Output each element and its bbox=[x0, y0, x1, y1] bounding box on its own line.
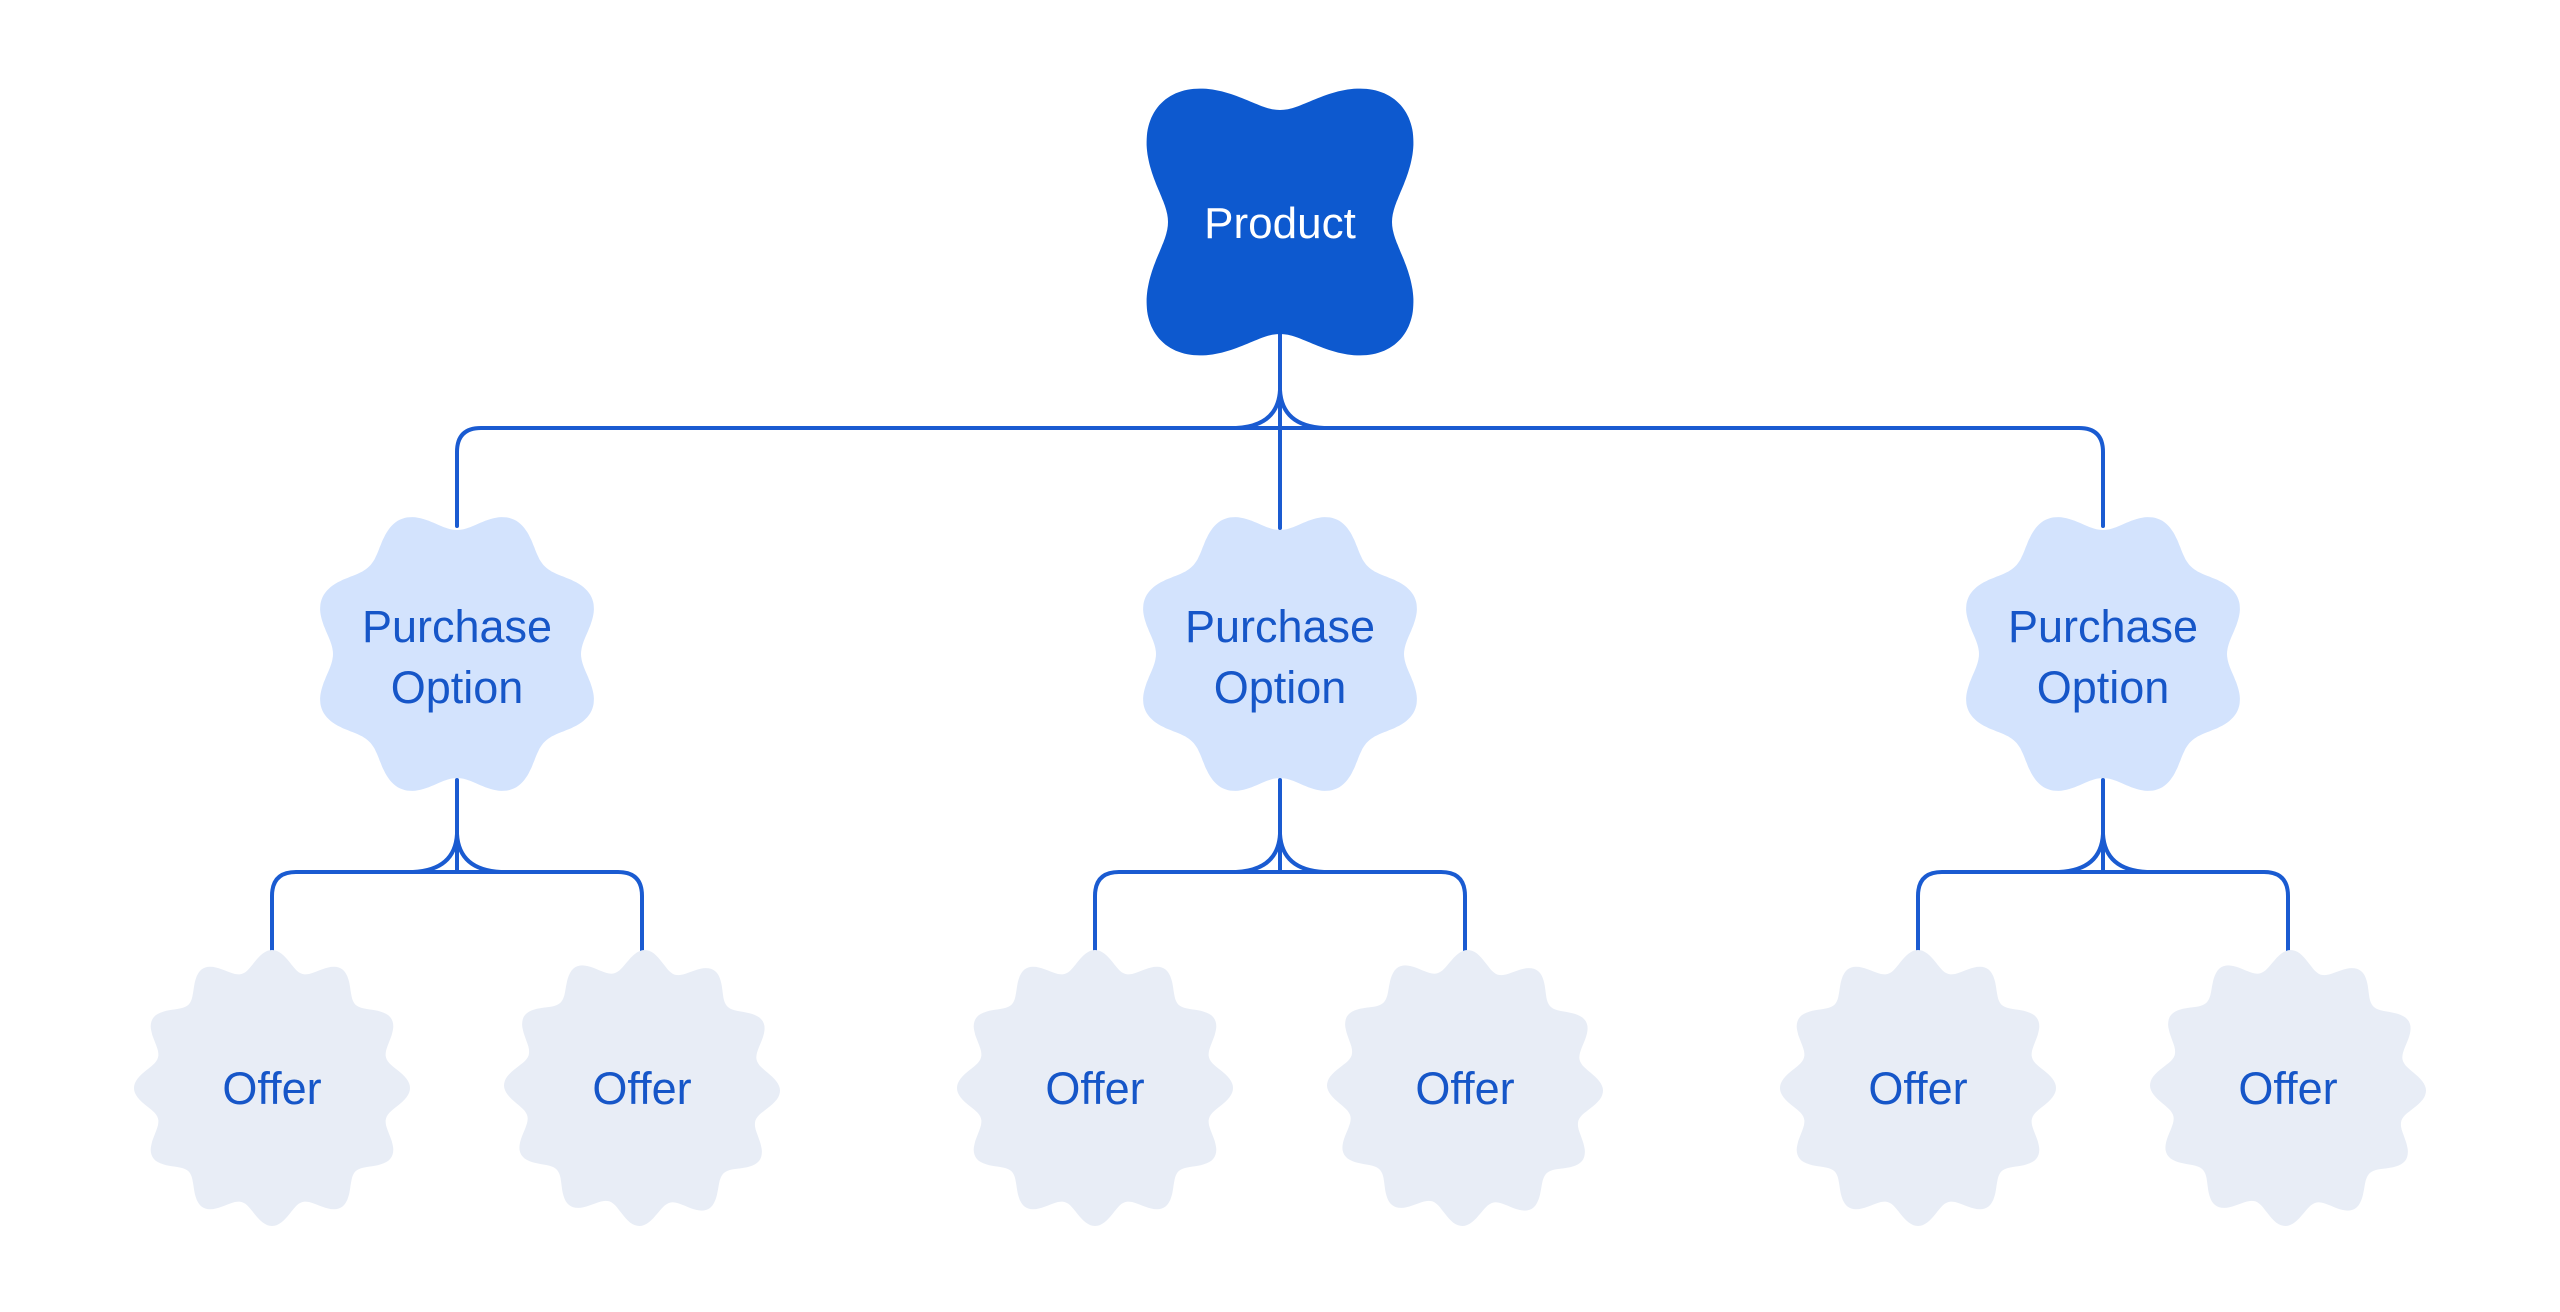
purchase-option-blob-shape bbox=[1966, 517, 2240, 791]
connector-level1-fillet-left bbox=[1234, 388, 1282, 430]
offer-blob-shape bbox=[1327, 950, 1603, 1226]
offer-blob-shape bbox=[957, 950, 1233, 1226]
offer-node-3b: Offer bbox=[2150, 950, 2426, 1226]
offer-node-1a: Offer bbox=[134, 950, 410, 1226]
offer-blob-shape bbox=[134, 950, 410, 1226]
offer-label: Offer bbox=[592, 1063, 691, 1114]
offer-label: Offer bbox=[1415, 1063, 1514, 1114]
purchase-option-label-line2: Option bbox=[2037, 662, 2170, 713]
connector-po3-bus bbox=[1916, 870, 2290, 956]
purchase-option-label-line2: Option bbox=[1214, 662, 1347, 713]
offer-blob-shape bbox=[2150, 950, 2426, 1226]
purchase-option-label-line1: Purchase bbox=[2008, 601, 2198, 652]
connectors bbox=[270, 332, 2290, 956]
connector-po3-fillet-right bbox=[2101, 832, 2149, 874]
product-node: Product bbox=[1146, 88, 1414, 356]
connector-po1-bus bbox=[270, 870, 644, 956]
purchase-option-label-line1: Purchase bbox=[1185, 601, 1375, 652]
connector-po2-fillet-left bbox=[1234, 832, 1282, 874]
connector-po1-fillet-right bbox=[455, 832, 503, 874]
purchase-option-blob-shape bbox=[1143, 517, 1417, 791]
offer-label: Offer bbox=[1868, 1063, 1967, 1114]
connector-po2-bus bbox=[1093, 870, 1467, 956]
connector-level1-fillet-right bbox=[1278, 388, 1326, 430]
offer-blob-shape bbox=[1780, 950, 2056, 1226]
connector-po2-fillet-right bbox=[1278, 832, 1326, 874]
connector-level1-bus bbox=[455, 426, 2105, 528]
offer-node-1b: Offer bbox=[504, 950, 780, 1226]
purchase-option-label-line1: Purchase bbox=[362, 601, 552, 652]
purchase-option-blob-shape bbox=[320, 517, 594, 791]
offer-node-2a: Offer bbox=[957, 950, 1233, 1226]
offer-label: Offer bbox=[222, 1063, 321, 1114]
purchase-option-node-1: Purchase Option bbox=[320, 517, 594, 791]
connector-po3-fillet-left bbox=[2057, 832, 2105, 874]
offer-label: Offer bbox=[2238, 1063, 2337, 1114]
purchase-option-label-line2: Option bbox=[391, 662, 524, 713]
product-blob-shape bbox=[1146, 88, 1414, 356]
purchase-option-node-3: Purchase Option bbox=[1966, 517, 2240, 791]
offer-blob-shape bbox=[504, 950, 780, 1226]
connector-po1-fillet-left bbox=[411, 832, 459, 874]
product-label: Product bbox=[1204, 199, 1356, 248]
purchase-option-node-2: Purchase Option bbox=[1143, 517, 1417, 791]
offer-label: Offer bbox=[1045, 1063, 1144, 1114]
offer-node-3a: Offer bbox=[1780, 950, 2056, 1226]
offer-node-2b: Offer bbox=[1327, 950, 1603, 1226]
